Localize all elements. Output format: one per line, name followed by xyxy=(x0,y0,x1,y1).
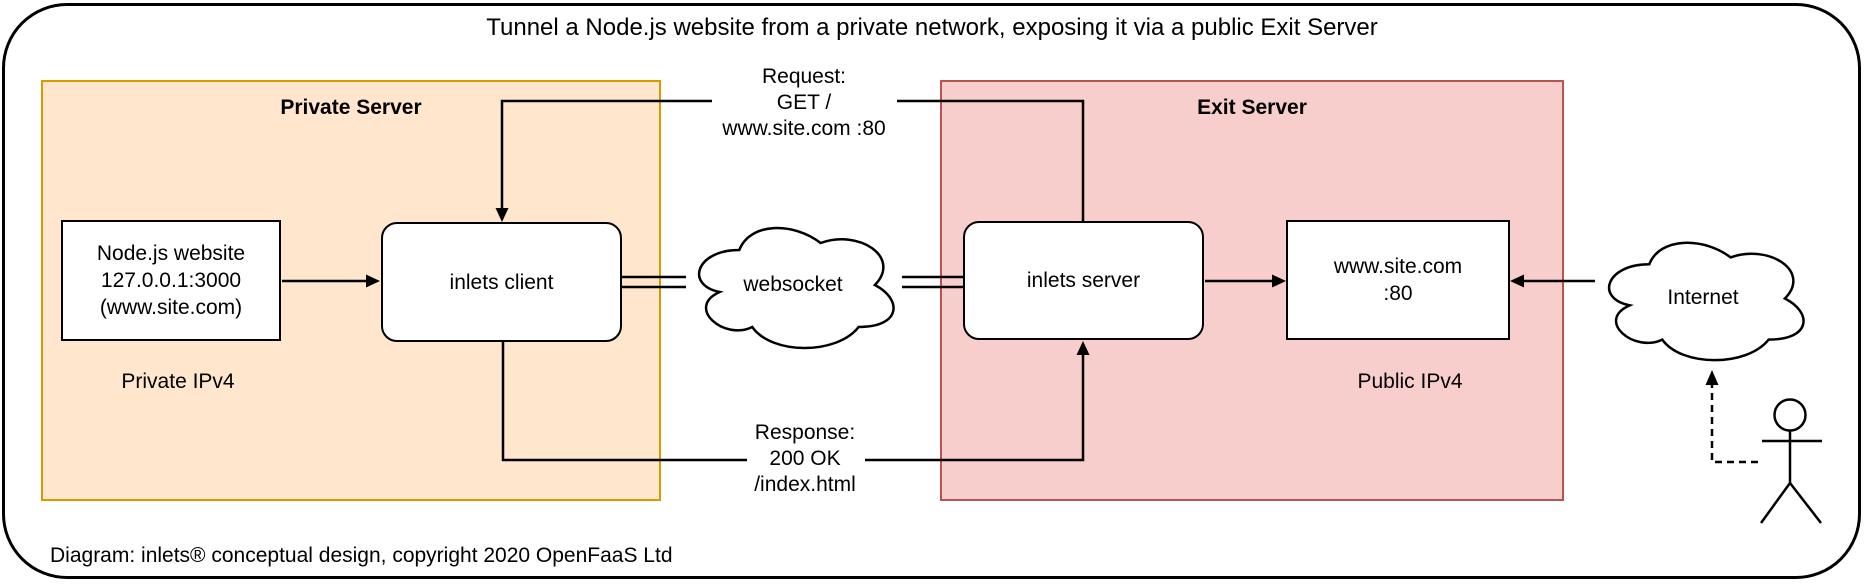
internet-cloud-label: Internet xyxy=(1667,286,1739,309)
inlets-client-node: inlets client xyxy=(381,222,622,342)
nodejs-line-2: 127.0.0.1:3000 xyxy=(100,269,242,292)
private-ipv4-label: Private IPv4 xyxy=(121,370,235,393)
nodejs-line-1: Node.js website xyxy=(96,242,246,265)
exit-server-label: Exit Server xyxy=(1197,96,1307,119)
response-label: Response: 200 OK /index.html xyxy=(695,420,915,498)
request-label: Request: GET / www.site.com :80 xyxy=(694,64,914,142)
request-line-3: www.site.com :80 xyxy=(722,117,886,140)
inlets-server-label: inlets server xyxy=(1026,269,1141,292)
request-line-2: GET / xyxy=(776,91,832,114)
copyright-note: Diagram: inlets® conceptual design, copy… xyxy=(50,544,673,567)
page-title: Tunnel a Node.js website from a private … xyxy=(486,14,1378,41)
nodejs-website-node: Node.js website 127.0.0.1:3000 (www.site… xyxy=(61,220,281,341)
site-line-2: :80 xyxy=(1383,282,1413,305)
inlets-server-node: inlets server xyxy=(963,221,1204,340)
private-server-label: Private Server xyxy=(280,96,422,119)
inlets-client-label: inlets client xyxy=(449,270,554,294)
response-line-3: /index.html xyxy=(754,473,856,496)
response-line-1: Response: xyxy=(754,421,856,444)
site-line-1: www.site.com xyxy=(1333,255,1463,278)
nodejs-line-3: (www.site.com) xyxy=(99,296,243,319)
request-line-1: Request: xyxy=(761,65,847,88)
response-line-2: 200 OK xyxy=(769,447,841,470)
diagram-border xyxy=(2,3,1861,579)
public-ipv4-label: Public IPv4 xyxy=(1357,370,1463,393)
websocket-cloud-label: websocket xyxy=(743,273,843,296)
public-site-node: www.site.com :80 xyxy=(1286,220,1510,340)
